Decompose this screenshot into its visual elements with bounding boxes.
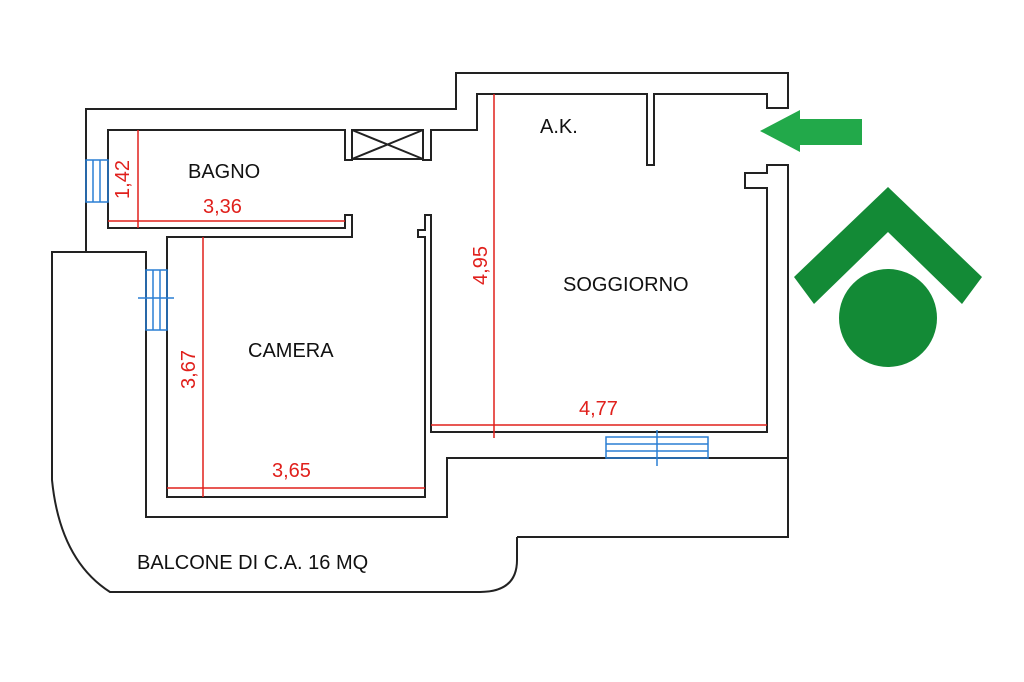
dim-soggiorno-height: 4,95 [469, 246, 492, 285]
dim-bagno-width: 3,36 [203, 196, 242, 218]
windows [85, 159, 709, 466]
dim-camera-width: 3,65 [272, 460, 311, 482]
room-label-bagno: BAGNO [188, 161, 261, 183]
walls [51, 72, 789, 593]
logo [794, 187, 982, 367]
dim-camera-height: 3,67 [177, 350, 200, 389]
bagno-window [85, 159, 109, 203]
room-label-soggiorno: SOGGIORNO [563, 274, 689, 296]
room-label-ak: A.K. [540, 116, 578, 138]
camera-window [145, 269, 168, 331]
room-label-camera: CAMERA [248, 340, 334, 362]
dim-soggiorno-width: 4,77 [579, 398, 618, 420]
entrance-arrow-icon [760, 110, 862, 152]
dim-bagno-height: 1,42 [111, 160, 134, 199]
room-label-balcone: BALCONE DI C.A. 16 MQ [137, 552, 369, 574]
dimension-lines [108, 94, 767, 497]
